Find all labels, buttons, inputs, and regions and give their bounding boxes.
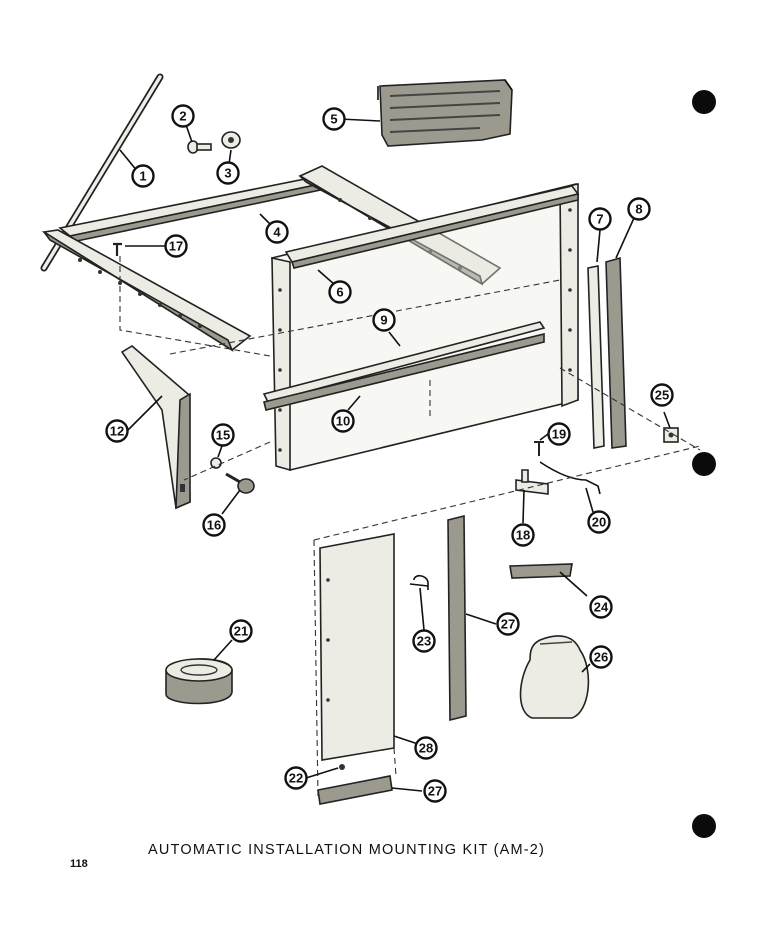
part-18-bracket [515,469,549,495]
binder-punch-hole-bottom [692,814,716,838]
callout-7: 7 [588,207,612,231]
part-16-knob-bolt [225,472,255,494]
part-20-wire [539,461,601,495]
svg-text:12: 12 [110,424,124,439]
svg-text:3: 3 [224,166,231,181]
part-15-washer [210,457,222,469]
part-24-strip [509,563,573,579]
figure-caption: AUTOMATIC INSTALLATION MOUNTING KIT (AM-… [148,842,546,858]
svg-text:27: 27 [501,617,515,632]
callout-26: 26 [589,645,613,669]
part-9-10-guide-rails [262,321,546,411]
callout-27-lower: 27 [423,779,447,803]
svg-text:10: 10 [336,414,350,429]
binder-punch-hole-middle [692,452,716,476]
callout-17: 17 [164,234,188,258]
callout-19: 19 [547,422,571,446]
callout-21: 21 [229,619,253,643]
svg-text:2: 2 [179,109,186,124]
part-27-vertical-trim [447,514,467,722]
callout-8: 8 [627,197,651,221]
callout-10: 10 [331,409,355,433]
svg-text:19: 19 [552,427,566,442]
svg-text:25: 25 [655,388,669,403]
callout-20: 20 [587,510,611,534]
callout-23: 23 [412,629,436,653]
callout-22: 22 [284,766,308,790]
svg-text:5: 5 [330,112,337,127]
lower-panel [319,533,395,761]
part-19-screw [534,441,544,456]
part-8-vertical-strip [605,256,627,449]
callout-4: 4 [265,220,289,244]
page-number: 118 [70,858,88,870]
part-3-nut [221,131,241,149]
part-6-top-bar [284,185,580,269]
binder-punch-hole-top [692,90,716,114]
part-23-hook [409,574,429,590]
svg-text:6: 6 [336,285,343,300]
part-17-front-angle-rail [41,229,252,352]
callout-28: 28 [414,736,438,760]
svg-text:20: 20 [592,515,606,530]
callout-16: 16 [202,513,226,537]
svg-text:7: 7 [596,212,603,227]
callout-2: 2 [171,104,195,128]
callout-15: 15 [211,423,235,447]
svg-text:17: 17 [169,239,183,254]
callout-24: 24 [589,595,613,619]
svg-text:1: 1 [139,169,146,184]
svg-text:22: 22 [289,771,303,786]
svg-text:21: 21 [234,624,248,639]
part-7-vertical-strip [587,265,605,449]
svg-text:16: 16 [207,518,221,533]
callout-9: 9 [372,308,396,332]
svg-text:18: 18 [516,528,530,543]
assembly-dashed-lines [119,256,701,799]
svg-text:23: 23 [417,634,431,649]
svg-text:28: 28 [419,741,433,756]
part-4-top-rail [58,175,333,243]
svg-text:27: 27 [428,784,442,799]
svg-text:26: 26 [594,650,608,665]
callout-6: 6 [328,280,352,304]
callout-18: 18 [511,523,535,547]
part-21-foam-roll [165,658,233,705]
part-26-bag [519,635,590,719]
callout-1: 1 [131,164,155,188]
callout-5: 5 [322,107,346,131]
svg-text:4: 4 [273,225,281,240]
svg-text:8: 8 [635,202,642,217]
part-12-bracket [120,345,191,510]
part-27-bottom-trim [317,775,393,805]
callout-3: 3 [216,161,240,185]
part-2-screw [187,140,212,154]
part-22-screw [339,764,345,770]
callout-27-upper: 27 [496,612,520,636]
svg-text:9: 9 [380,313,387,328]
callout-25: 25 [650,383,674,407]
svg-text:15: 15 [216,428,230,443]
callout-12: 12 [105,419,129,443]
part-5-foam-seal [377,79,513,147]
svg-text:24: 24 [594,600,609,615]
